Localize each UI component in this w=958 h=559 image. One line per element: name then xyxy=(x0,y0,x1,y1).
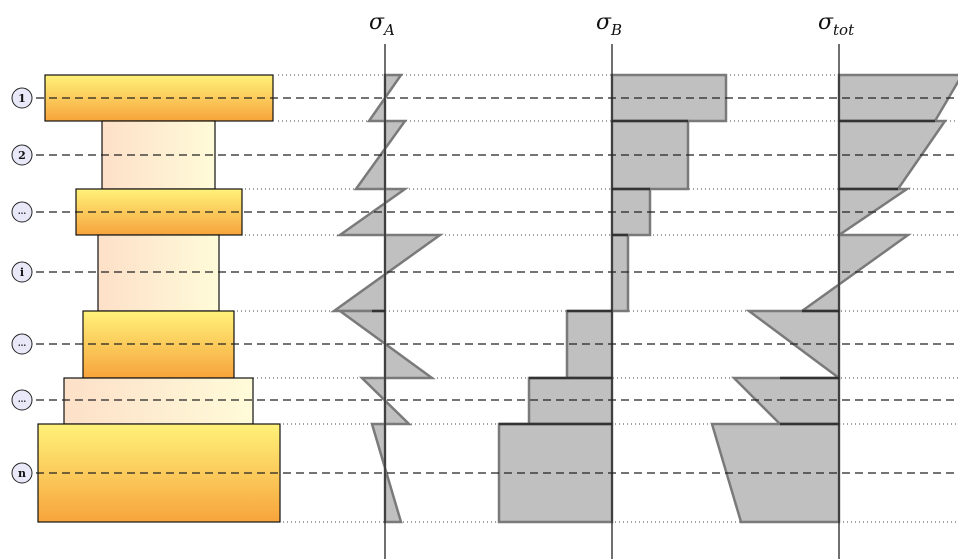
header-sigma-tot: σtot xyxy=(818,10,855,39)
layer-6 xyxy=(63,377,254,425)
layer-label-3: ... xyxy=(11,201,33,223)
stress-tot-layer-6 xyxy=(730,376,841,426)
svg-text:i: i xyxy=(20,266,24,279)
svg-text:...: ... xyxy=(18,394,27,404)
layer-label-2: 2 xyxy=(11,144,33,166)
header-sigma-a: σA xyxy=(369,10,395,39)
svg-text:...: ... xyxy=(18,206,27,216)
stress-b-layer-6 xyxy=(527,376,614,426)
layer-label-1: 1 xyxy=(11,87,33,109)
stress-a-layer-i xyxy=(330,233,444,313)
stress-profile-tot xyxy=(710,73,958,524)
svg-text:n: n xyxy=(18,467,26,480)
stress-tot-layer-2 xyxy=(837,119,948,191)
layer-label-5: ... xyxy=(11,333,33,355)
stress-interface-markers xyxy=(372,119,935,426)
svg-text:...: ... xyxy=(18,338,27,348)
layer-stack xyxy=(37,74,281,523)
svg-text:2: 2 xyxy=(18,149,26,162)
stress-axes xyxy=(384,44,840,559)
svg-text:1: 1 xyxy=(18,92,26,105)
layer-labels: 1 2 ... i ... ... n xyxy=(11,87,33,484)
layer-label-n: n xyxy=(11,462,33,484)
layer-i xyxy=(97,234,220,312)
stress-profile-b xyxy=(497,73,728,524)
mid-plane-lines xyxy=(36,97,958,474)
stress-profile-a xyxy=(330,73,444,524)
stress-b-layer-1 xyxy=(610,73,728,123)
layer-label-6: ... xyxy=(11,389,33,411)
stress-b-layer-i xyxy=(610,233,630,313)
stress-b-layer-3 xyxy=(610,187,652,237)
layer-label-i: i xyxy=(11,261,33,283)
header-sigma-b: σB xyxy=(596,10,622,39)
stress-tot-layer-i xyxy=(798,233,912,313)
